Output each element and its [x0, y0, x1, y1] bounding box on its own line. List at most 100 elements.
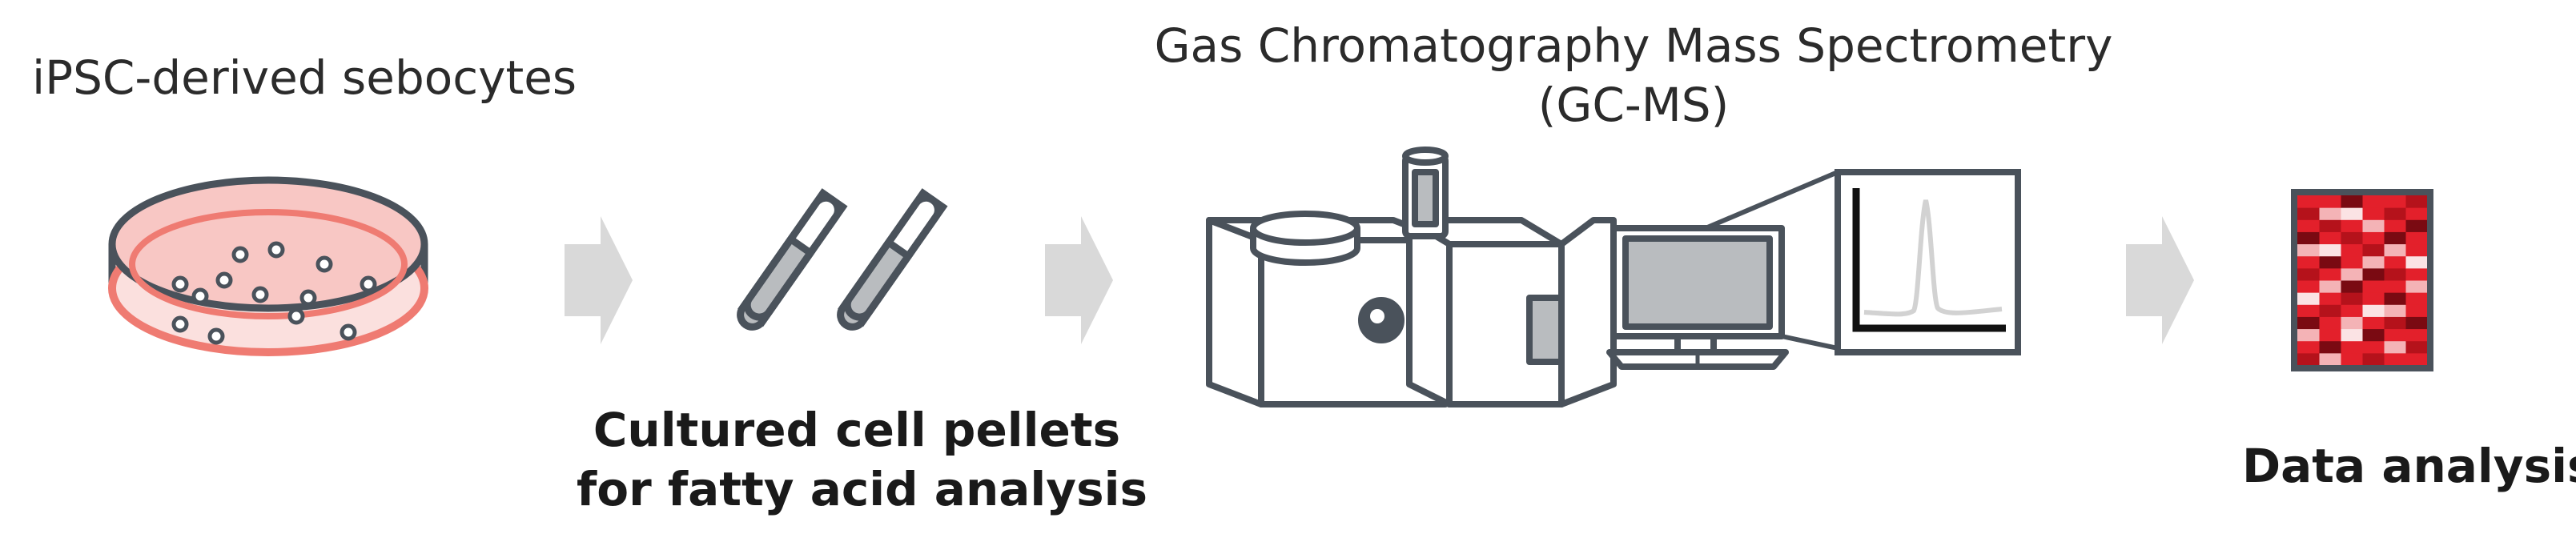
heatmap-cell [2384, 195, 2406, 208]
heatmap-cell [2319, 340, 2341, 354]
heatmap-cell [2319, 304, 2341, 317]
heatmap-cell [2341, 207, 2363, 220]
heatmap-cell [2405, 304, 2428, 317]
heatmap-cell [2384, 231, 2406, 245]
heatmap-cell [2405, 280, 2428, 293]
heatmap-cell [2362, 328, 2385, 342]
arrow-right-icon [565, 216, 633, 344]
heatmap-cell [2405, 316, 2428, 330]
heatmap-cell [2297, 352, 2320, 366]
heatmap-cell [2362, 267, 2385, 281]
heatmap-cell [2362, 352, 2385, 366]
heatmap-cell [2297, 243, 2320, 257]
heatmap-cell [2362, 231, 2385, 245]
heatmap-cell [2362, 340, 2385, 354]
heatmap-cell [2405, 267, 2428, 281]
heatmap-cell [2341, 316, 2363, 330]
heatmap-cell [2362, 243, 2385, 257]
heatmap-cell [2405, 292, 2428, 305]
heatmap-cell [2384, 328, 2406, 342]
heatmap-cell [2362, 195, 2385, 208]
heatmap-cell [2319, 280, 2341, 293]
heatmap-cell [2297, 340, 2320, 354]
heatmap-cell [2341, 280, 2363, 293]
label-gcms: Gas Chromatography Mass Spectrometry (GC… [1121, 16, 2146, 134]
label-pellets-line1: Cultured cell pellets [593, 403, 1121, 457]
heatmap-cell [2384, 243, 2406, 257]
label-gcms-line1: Gas Chromatography Mass Spectrometry [1154, 18, 2113, 73]
heatmap-cell [2384, 304, 2406, 317]
label-pellets-line2: for fatty acid analysis [577, 462, 1147, 516]
heatmap-cell [2319, 231, 2341, 245]
heatmap-cell [2297, 255, 2320, 269]
heatmap-cell [2362, 316, 2385, 330]
label-sebocytes: iPSC-derived sebocytes [32, 50, 577, 105]
label-pellets: Cultured cell pellets for fatty acid ana… [577, 400, 1147, 519]
heatmap-cell [2319, 255, 2341, 269]
heatmap-cell [2319, 292, 2341, 305]
heatmap-cell [2297, 328, 2320, 342]
heatmap-cell [2405, 207, 2428, 220]
heatmap-cell [2405, 340, 2428, 354]
heatmap-cell [2341, 195, 2363, 208]
heatmap-cell [2297, 280, 2320, 293]
heatmap-cell [2384, 340, 2406, 354]
test-tube-icon [737, 188, 848, 331]
heatmap-cell [2341, 243, 2363, 257]
heatmap-cell [2319, 207, 2341, 220]
heatmap-cell [2341, 304, 2363, 317]
heatmap-cell [2297, 219, 2320, 232]
heatmap-cell [2384, 292, 2406, 305]
heatmap-cell [2405, 195, 2428, 208]
chromatogram-icon [1835, 169, 2021, 355]
heatmap-cell [2362, 255, 2385, 269]
heatmap-cell [2297, 292, 2320, 305]
arrow-right-icon [2126, 216, 2194, 344]
test-tube-icon [837, 188, 948, 331]
heatmap-cell [2297, 231, 2320, 245]
heatmap-cell [2297, 267, 2320, 281]
heatmap-cell [2384, 280, 2406, 293]
heatmap-cell [2319, 267, 2341, 281]
heatmap-cell [2341, 352, 2363, 366]
heatmap-cell [2362, 219, 2385, 232]
heatmap-cell [2362, 292, 2385, 305]
label-gcms-line2: (GC-MS) [1537, 78, 1730, 132]
heatmap-cell [2405, 219, 2428, 232]
heatmap-cell [2341, 328, 2363, 342]
heatmap-cell [2319, 243, 2341, 257]
petri-dish-icon [108, 176, 428, 356]
heatmap-cell [2405, 255, 2428, 269]
heatmap-cell [2362, 304, 2385, 317]
gcms-instrument-icon [1206, 147, 1617, 407]
heatmap-cell [2384, 267, 2406, 281]
heatmap-cell [2384, 255, 2406, 269]
heatmap-cell [2319, 316, 2341, 330]
heatmap-cell [2319, 328, 2341, 342]
monitor-icon [1606, 170, 1839, 370]
heatmap-cell [2405, 328, 2428, 342]
heatmap-cell [2319, 352, 2341, 366]
heatmap-cell [2384, 207, 2406, 220]
heatmap-cell [2341, 292, 2363, 305]
label-data-analysis: Data analysis [2242, 439, 2576, 493]
heatmap-cell [2297, 316, 2320, 330]
heatmap-cell [2384, 352, 2406, 366]
heatmap-cell [2341, 219, 2363, 232]
heatmap-cell [2405, 231, 2428, 245]
heatmap-cell [2384, 219, 2406, 232]
heatmap-cell [2384, 316, 2406, 330]
heatmap-cell [2297, 207, 2320, 220]
heatmap-cell [2319, 219, 2341, 232]
heatmap-cell [2362, 280, 2385, 293]
heatmap-cell [2405, 243, 2428, 257]
heatmap-cell [2297, 304, 2320, 317]
heatmap-cell [2297, 195, 2320, 208]
heatmap-cell [2341, 340, 2363, 354]
heatmap-cell [2319, 195, 2341, 208]
heatmap-cell [2341, 255, 2363, 269]
heatmap-cell [2362, 207, 2385, 220]
heatmap-icon [2291, 189, 2433, 371]
